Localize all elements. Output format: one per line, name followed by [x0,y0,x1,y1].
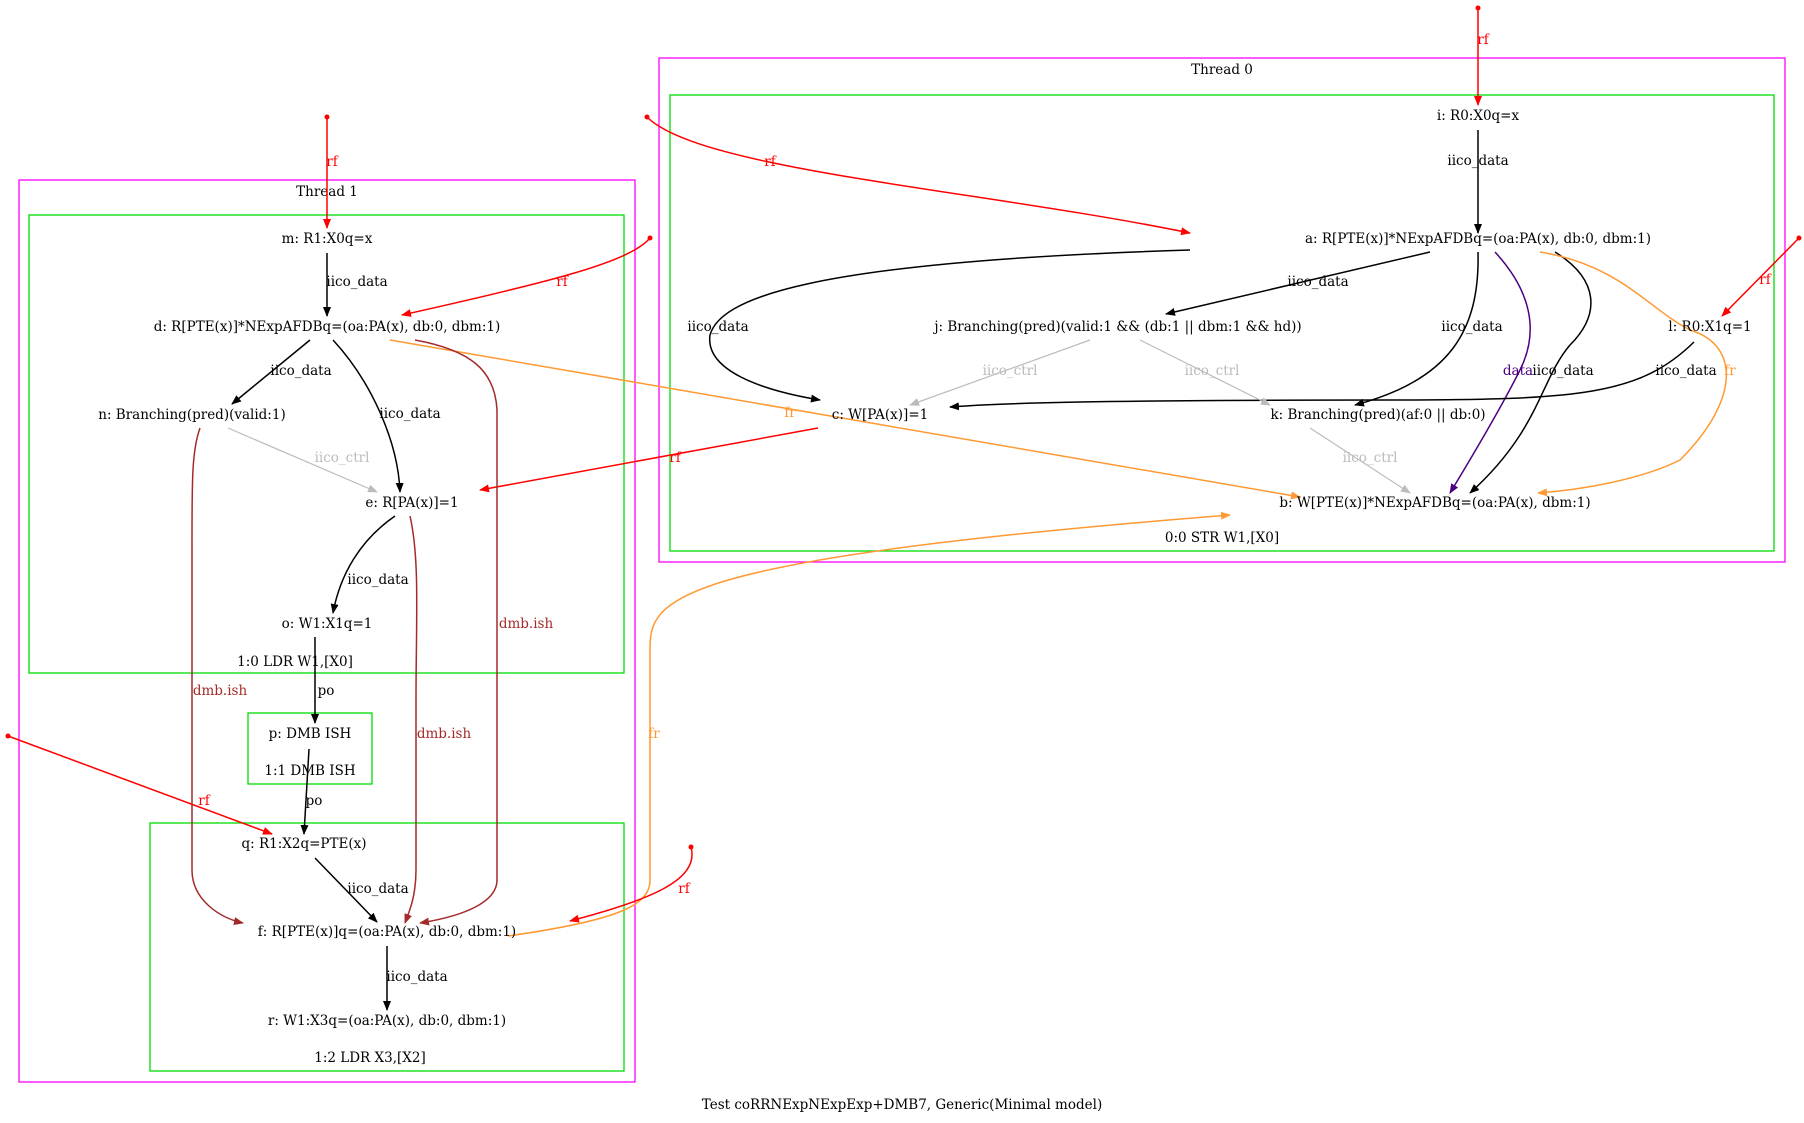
edge-label-iico-data: iico_data [1287,274,1348,290]
edge-iico-data-e-o [330,515,396,614]
edge-label-iico-data: iico_data [386,969,447,985]
edge-label-iico-data: iico_data [1447,153,1508,169]
node-r: r: W1:X3q=(oa:PA(x), db:0, dbm:1) [268,1013,506,1029]
figure-caption: Test coRRNExpNExpExp+DMB7, Generic(Minim… [702,1097,1102,1113]
edge-rf-init-a [646,116,1191,236]
edge-label-iico-data: iico_data [1441,319,1502,335]
edge-fr-d-b [389,339,1301,500]
edge-label-iico-data: iico_data [270,363,331,379]
initial-state-dot [1475,5,1481,11]
edge-label-iico-ctrl: iico_ctrl [1343,450,1398,466]
edge-iico-data-a-b [1469,251,1592,494]
edge-iico-data-d-n [231,339,311,405]
edge-label-iico-data: iico_data [687,319,748,335]
edge-label-iico-data: iico_data [347,881,408,897]
initial-state-dot [647,235,653,241]
edge-label-fr: fr [784,405,796,421]
edge-label-rf: rf [556,274,568,290]
edge-label-rf: rf [764,154,776,170]
edge-label-iico-data: iico_data [1532,363,1593,379]
edge-label-iico-data: iico_data [379,406,440,422]
edge-rf-init-l [1721,237,1800,317]
edge-iico-ctrl-j-k [1139,339,1271,406]
instruction-label-ib11: 1:1 DMB ISH [264,763,355,779]
edge-label-rf: rf [669,450,681,466]
node-p: p: DMB ISH [269,726,352,742]
edge-label-rf: rf [326,154,338,170]
initial-state-dot [324,114,330,120]
edge-rf-init-f [569,846,693,923]
node-i: i: R0:X0q=x [1437,108,1520,124]
instruction-box-ib00 [669,94,1775,552]
edge-iico-data-d-e [332,339,404,493]
edge-fr-f-b [507,511,1231,937]
edge-label-dmb: dmb.ish [417,726,472,742]
node-k: k: Branching(pred)(af:0 || db:0) [1270,407,1485,423]
edge-label-po: po [318,683,335,699]
instruction-box-ib11 [247,712,373,785]
edge-iico-data-a-k [1354,251,1479,407]
edge-label-fr: fr [1724,363,1736,379]
edge-label-rf: rf [1759,272,1771,288]
initial-state-dot [5,733,11,739]
edge-rf-init-d [401,237,651,317]
edge-label-rf: rf [1477,32,1489,48]
edge-data-a-b [1449,251,1531,494]
edge-rf-init-q [7,735,273,835]
node-m: m: R1:X0q=x [282,231,373,247]
node-f: f: R[PTE(x)]q=(oa:PA(x), db:0, dbm:1) [258,924,516,940]
edge-dmb-n-f [191,427,244,925]
edge-label-iico-ctrl: iico_ctrl [315,450,370,466]
initial-state-dot [644,114,650,120]
edge-dmb-e-f [404,515,418,924]
initial-state-dot [688,844,694,850]
edge-label-iico-data: iico_data [1655,363,1716,379]
edge-iico-data-a-c [709,249,1191,403]
edge-fr-a-b [1537,251,1727,497]
edge-iico-ctrl-j-c [909,339,1091,406]
instruction-label-ib10: 1:0 LDR W1,[X0] [237,654,353,670]
node-o: o: W1:X1q=1 [282,616,373,632]
edge-label-fr: fr [648,726,660,742]
node-e: e: R[PA(x)]=1 [365,495,458,511]
edge-iico-ctrl-n-e [227,427,378,493]
edge-iico-data-q-f [314,857,378,923]
edge-label-iico-ctrl: iico_ctrl [983,363,1038,379]
instruction-label-ib12: 1:2 LDR X3,[X2] [314,1050,426,1066]
edge-iico-data-a-j [1165,251,1431,316]
node-a: a: R[PTE(x)]*NExpAFDBq=(oa:PA(x), db:0, … [1305,231,1651,247]
node-n: n: Branching(pred)(valid:1) [98,407,285,423]
edge-label-rf: rf [198,793,210,809]
thread-label-t0: Thread 0 [1191,62,1253,78]
edge-iico-data-l-c [949,341,1695,411]
edge-label-rf: rf [678,881,690,897]
node-l: l: R0:X1q=1 [1668,319,1751,335]
edge-dmb-d-f [414,339,498,926]
edge-iico-ctrl-k-b [1309,427,1411,494]
edge-label-iico-ctrl: iico_ctrl [1185,363,1240,379]
node-c: c: W[PA(x)]=1 [832,407,928,423]
edge-label-data: data [1503,363,1533,379]
edge-label-dmb: dmb.ish [499,616,554,632]
edge-label-iico-data: iico_data [326,274,387,290]
thread-box-t0 [658,57,1786,563]
edge-label-dmb: dmb.ish [193,683,248,699]
edge-label-iico-data: iico_data [347,572,408,588]
node-b: b: W[PTE(x)]*NExpAFDBq=(oa:PA(x), dbm:1) [1279,495,1590,511]
edge-label-po: po [306,793,323,809]
node-q: q: R1:X2q=PTE(x) [241,836,366,852]
edge-po-p-q [300,748,310,835]
initial-state-dot [1796,235,1802,241]
instruction-box-ib12 [149,822,625,1072]
node-d: d: R[PTE(x)]*NExpAFDBq=(oa:PA(x), db:0, … [154,319,501,335]
edge-rf-c-e [479,427,819,493]
node-j: j: Branching(pred)(valid:1 && (db:1 || d… [932,319,1301,335]
instruction-label-ib00: 0:0 STR W1,[X0] [1165,530,1279,546]
